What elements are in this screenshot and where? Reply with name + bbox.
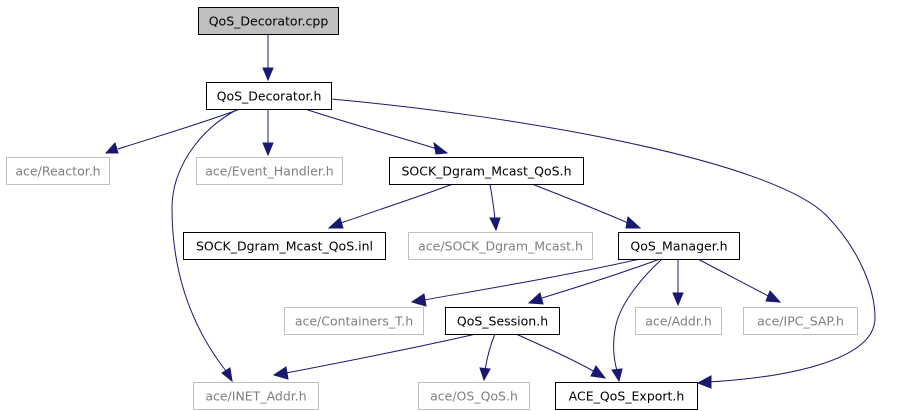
node-box	[284, 307, 424, 335]
edge-arrowhead	[104, 142, 119, 154]
node-qos-decorator-cpp: QoS_Decorator.cpp	[198, 7, 339, 35]
node-label: QoS_Session.h	[457, 314, 548, 329]
node-qos-decorator-h[interactable]: QoS_Decorator.h	[206, 82, 332, 110]
node-sock-dgram-mcast-qos-h[interactable]: SOCK_Dgram_Mcast_QoS.h	[389, 157, 584, 185]
node-box	[196, 157, 343, 185]
node-ace-qos-export-h[interactable]: ACE_QoS_Export.h	[555, 382, 698, 410]
node-box	[418, 382, 530, 410]
edge-arrowhead	[611, 368, 623, 383]
node-ace-os-qos-h[interactable]: ace/OS_QoS.h	[418, 382, 530, 410]
node-label: ace/Addr.h	[645, 314, 712, 329]
node-label: QoS_Manager.h	[630, 239, 727, 254]
node-box	[193, 382, 319, 410]
edge-sock-dgram-mcast-qos-h-to-qos-manager-h	[531, 183, 642, 229]
node-label: ace/Event_Handler.h	[205, 164, 333, 179]
edge-qos-decorator-h-to-sock-dgram-mcast-qos-h	[304, 108, 449, 155]
edge-line	[484, 333, 496, 371]
edge-arrowhead	[489, 217, 501, 232]
edge-arrowhead	[410, 293, 427, 307]
node-box	[555, 382, 698, 410]
edge-qos-decorator-h-to-ace-inet-addr-h	[171, 108, 239, 383]
node-label: QoS_Decorator.h	[217, 89, 322, 104]
edge-arrowhead	[262, 142, 274, 157]
node-box	[743, 307, 858, 335]
edge-arrowhead	[479, 367, 491, 382]
edge-qos-session-h-to-ace-os-qos-h	[479, 333, 496, 382]
node-label: ace/OS_QoS.h	[430, 389, 518, 404]
node-box	[618, 232, 740, 260]
edge-arrowhead	[327, 217, 344, 229]
edge-qos-decorator-h-to-ace-reactor-h	[104, 108, 241, 154]
node-box	[389, 157, 584, 185]
node-label: ace/Containers_T.h	[295, 314, 413, 329]
edge-qos-manager-h-to-ace-ipc-sap-h	[697, 258, 782, 303]
edge-line	[330, 98, 876, 383]
node-label: SOCK_Dgram_Mcast_QoS.h	[401, 164, 571, 179]
node-box	[183, 232, 386, 260]
edge-qos-manager-h-to-ace-addr-h	[672, 259, 684, 307]
edge-line	[531, 183, 629, 224]
edge-arrowhead	[433, 141, 449, 155]
node-sock-dgram-mcast-qos-inl[interactable]: SOCK_Dgram_Mcast_QoS.inl	[183, 232, 386, 260]
edges-layer	[104, 34, 876, 389]
edge-line	[515, 333, 596, 373]
edge-line	[304, 108, 438, 150]
edge-line	[489, 183, 496, 221]
edge-arrowhead	[765, 290, 782, 303]
node-qos-manager-h[interactable]: QoS_Manager.h	[618, 232, 740, 260]
node-ace-addr-h[interactable]: ace/Addr.h	[635, 307, 722, 335]
node-label: ACE_QoS_Export.h	[569, 389, 685, 404]
edge-arrowhead	[221, 367, 233, 383]
node-label: ace/INET_Addr.h	[205, 389, 306, 404]
edge-sock-dgram-mcast-qos-h-to-ace-sock-dgram-mcast-h	[489, 183, 501, 232]
node-ace-containers-t-h[interactable]: ace/Containers_T.h	[284, 307, 424, 335]
node-box	[445, 307, 560, 335]
node-box	[635, 307, 722, 335]
node-label: ace/Reactor.h	[15, 164, 100, 179]
node-qos-session-h[interactable]: QoS_Session.h	[445, 307, 560, 335]
edge-qos-manager-h-to-ace-containers-t-h	[410, 258, 641, 307]
node-box	[198, 7, 339, 35]
edge-line	[613, 258, 663, 372]
edge-line	[541, 258, 661, 299]
node-label: ace/SOCK_Dgram_Mcast.h	[418, 239, 583, 254]
edge-arrowhead	[590, 365, 607, 379]
node-label: QoS_Decorator.cpp	[209, 14, 329, 29]
edge-qos-decorator-h-to-ace-event-handler-h	[262, 109, 274, 157]
edge-arrowhead	[272, 366, 289, 380]
node-ace-sock-dgram-mcast-h[interactable]: ace/SOCK_Dgram_Mcast.h	[408, 232, 593, 260]
edge-qos-decorator-cpp-to-qos-decorator-h	[262, 34, 274, 82]
node-ace-reactor-h[interactable]: ace/Reactor.h	[6, 157, 110, 185]
node-box	[6, 157, 110, 185]
node-ace-event-handler-h[interactable]: ace/Event_Handler.h	[196, 157, 343, 185]
node-box	[408, 232, 593, 260]
edge-qos-session-h-to-ace-inet-addr-h	[272, 333, 477, 380]
edge-line	[340, 183, 454, 224]
edge-arrowhead	[696, 375, 712, 389]
edge-qos-manager-h-to-ace-qos-export-h	[611, 258, 663, 383]
edge-qos-decorator-h-to-ace-qos-export-h	[330, 98, 876, 389]
node-label: ace/IPC_SAP.h	[757, 314, 844, 329]
edge-line	[171, 108, 239, 372]
edge-line	[423, 258, 641, 301]
node-ace-inet-addr-h[interactable]: ace/INET_Addr.h	[193, 382, 319, 410]
edge-line	[285, 333, 477, 374]
edge-line	[117, 108, 241, 150]
edge-arrowhead	[672, 292, 684, 307]
edge-line	[697, 258, 771, 298]
edge-sock-dgram-mcast-qos-h-to-sock-dgram-mcast-qos-inl	[327, 183, 454, 229]
edge-arrowhead	[262, 67, 274, 82]
node-ace-ipc-sap-h[interactable]: ace/IPC_SAP.h	[743, 307, 858, 335]
edge-qos-session-h-to-ace-qos-export-h	[515, 333, 607, 379]
edge-arrowhead	[527, 292, 544, 305]
edge-arrowhead	[625, 216, 642, 229]
edge-qos-manager-h-to-qos-session-h	[527, 258, 661, 305]
node-box	[206, 82, 332, 110]
node-label: SOCK_Dgram_Mcast_QoS.inl	[196, 239, 373, 254]
